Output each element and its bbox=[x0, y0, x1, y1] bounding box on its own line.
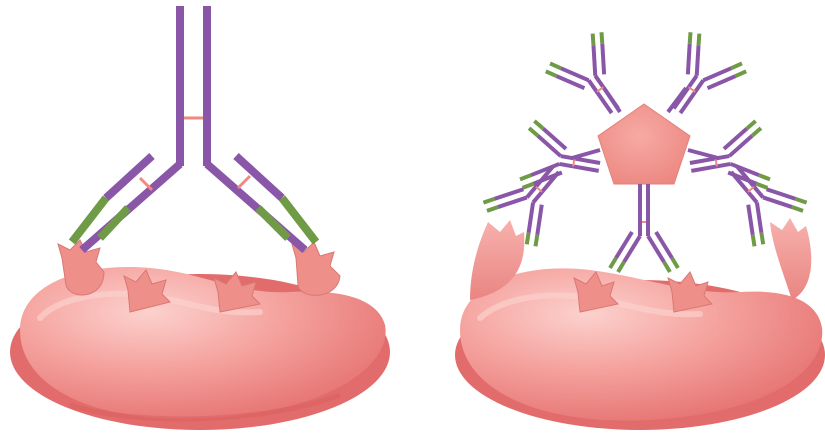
igg-antibody-icon bbox=[72, 6, 316, 250]
right-panel bbox=[455, 29, 825, 430]
left-panel bbox=[10, 6, 390, 430]
red-blood-cell-icon bbox=[10, 267, 390, 430]
red-blood-cell-icon bbox=[455, 218, 825, 430]
pentamer-core-icon bbox=[598, 104, 690, 184]
